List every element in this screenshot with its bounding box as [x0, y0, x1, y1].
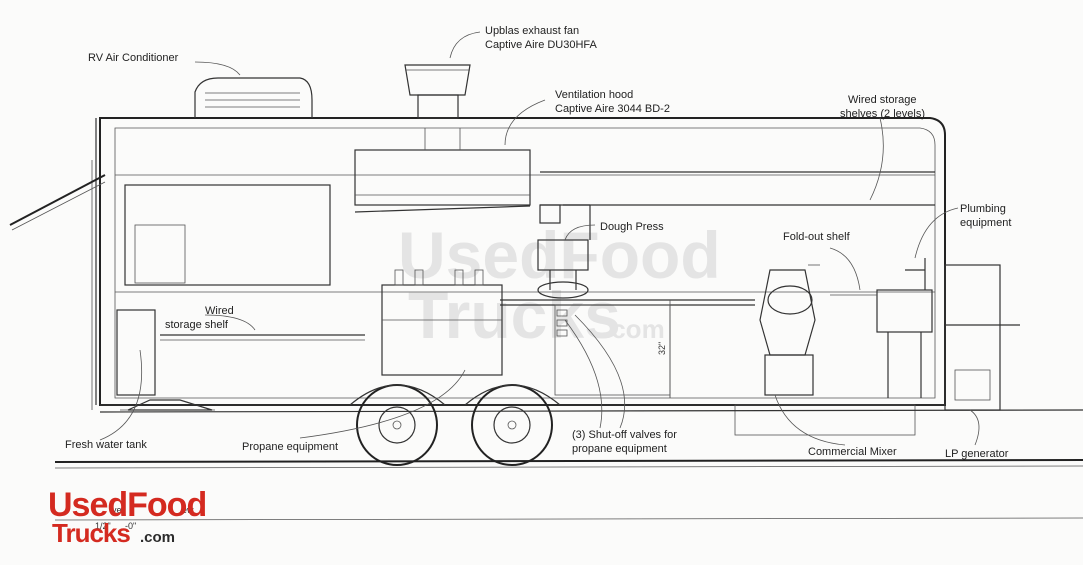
usedfoodtrucks-logo: UsedFood Trucks .com — [48, 486, 207, 548]
watermark-line3: .com — [604, 314, 665, 344]
label-scale-2: ew — [182, 505, 194, 515]
propane-equipment — [381, 269, 503, 376]
dough-press — [537, 204, 591, 299]
watermark-line2: Trucks — [408, 278, 621, 352]
commercial-mixer — [759, 264, 820, 396]
label-plumbing-1: Plumbing — [960, 203, 1006, 215]
label-hood-2: Captive Aire 3044 BD-2 — [555, 103, 670, 115]
label-dough-press: Dough Press — [600, 221, 664, 233]
leader-arrows — [99, 31, 980, 446]
label-shelves-2: shelves (2 levels) — [840, 108, 925, 120]
label-scale-1: ive — [110, 505, 122, 515]
label-rv-ac: RV Air Conditioner — [88, 52, 179, 64]
serving-window — [9, 174, 331, 286]
logo-line2: Trucks — [52, 518, 130, 548]
rv-air-conditioner — [194, 77, 313, 118]
label-storage-shelf-1: Wired — [205, 305, 234, 317]
label-scale-3: 1/2" — [95, 521, 111, 531]
watermark-line1: UsedFood — [398, 218, 721, 292]
logo-line1: UsedFood — [48, 486, 206, 524]
label-scale-4: -0" — [125, 521, 136, 531]
label-plumbing-2: equipment — [960, 217, 1011, 229]
label-shelves-1: Wired storage — [848, 94, 916, 106]
label-shutoff-2: propane equipment — [572, 443, 667, 455]
labels: RV Air Conditioner Upblas exhaust fan Ca… — [65, 25, 1011, 531]
label-propane-equipment: Propane equipment — [242, 441, 338, 453]
label-shutoff-1: (3) Shut-off valves for — [572, 429, 677, 441]
logo-line3: .com — [140, 529, 175, 546]
storage-shelf-left — [116, 309, 365, 396]
ventilation-hood — [354, 128, 531, 213]
wheels — [349, 384, 561, 466]
exhaust-fan — [404, 64, 471, 119]
label-hood-1: Ventilation hood — [555, 89, 633, 101]
sink — [830, 258, 933, 398]
wired-storage-shelves — [540, 171, 935, 206]
label-fresh-water: Fresh water tank — [65, 439, 147, 451]
label-exhaust-fan-2: Captive Aire DU30HFA — [485, 39, 598, 51]
dimension-label: 32" — [657, 342, 667, 355]
label-fold-out-shelf: Fold-out shelf — [783, 231, 851, 243]
jack — [127, 399, 213, 411]
watermark: UsedFood Trucks .com — [398, 218, 721, 352]
label-mixer: Commercial Mixer — [808, 446, 897, 458]
ground-lines — [54, 459, 1083, 521]
lp-generator — [944, 264, 1020, 411]
label-storage-shelf-2: storage shelf — [165, 319, 229, 331]
label-generator: LP generator — [945, 448, 1009, 460]
label-exhaust-fan-1: Upblas exhaust fan — [485, 25, 579, 37]
dimension-marker: 32" — [657, 300, 671, 398]
